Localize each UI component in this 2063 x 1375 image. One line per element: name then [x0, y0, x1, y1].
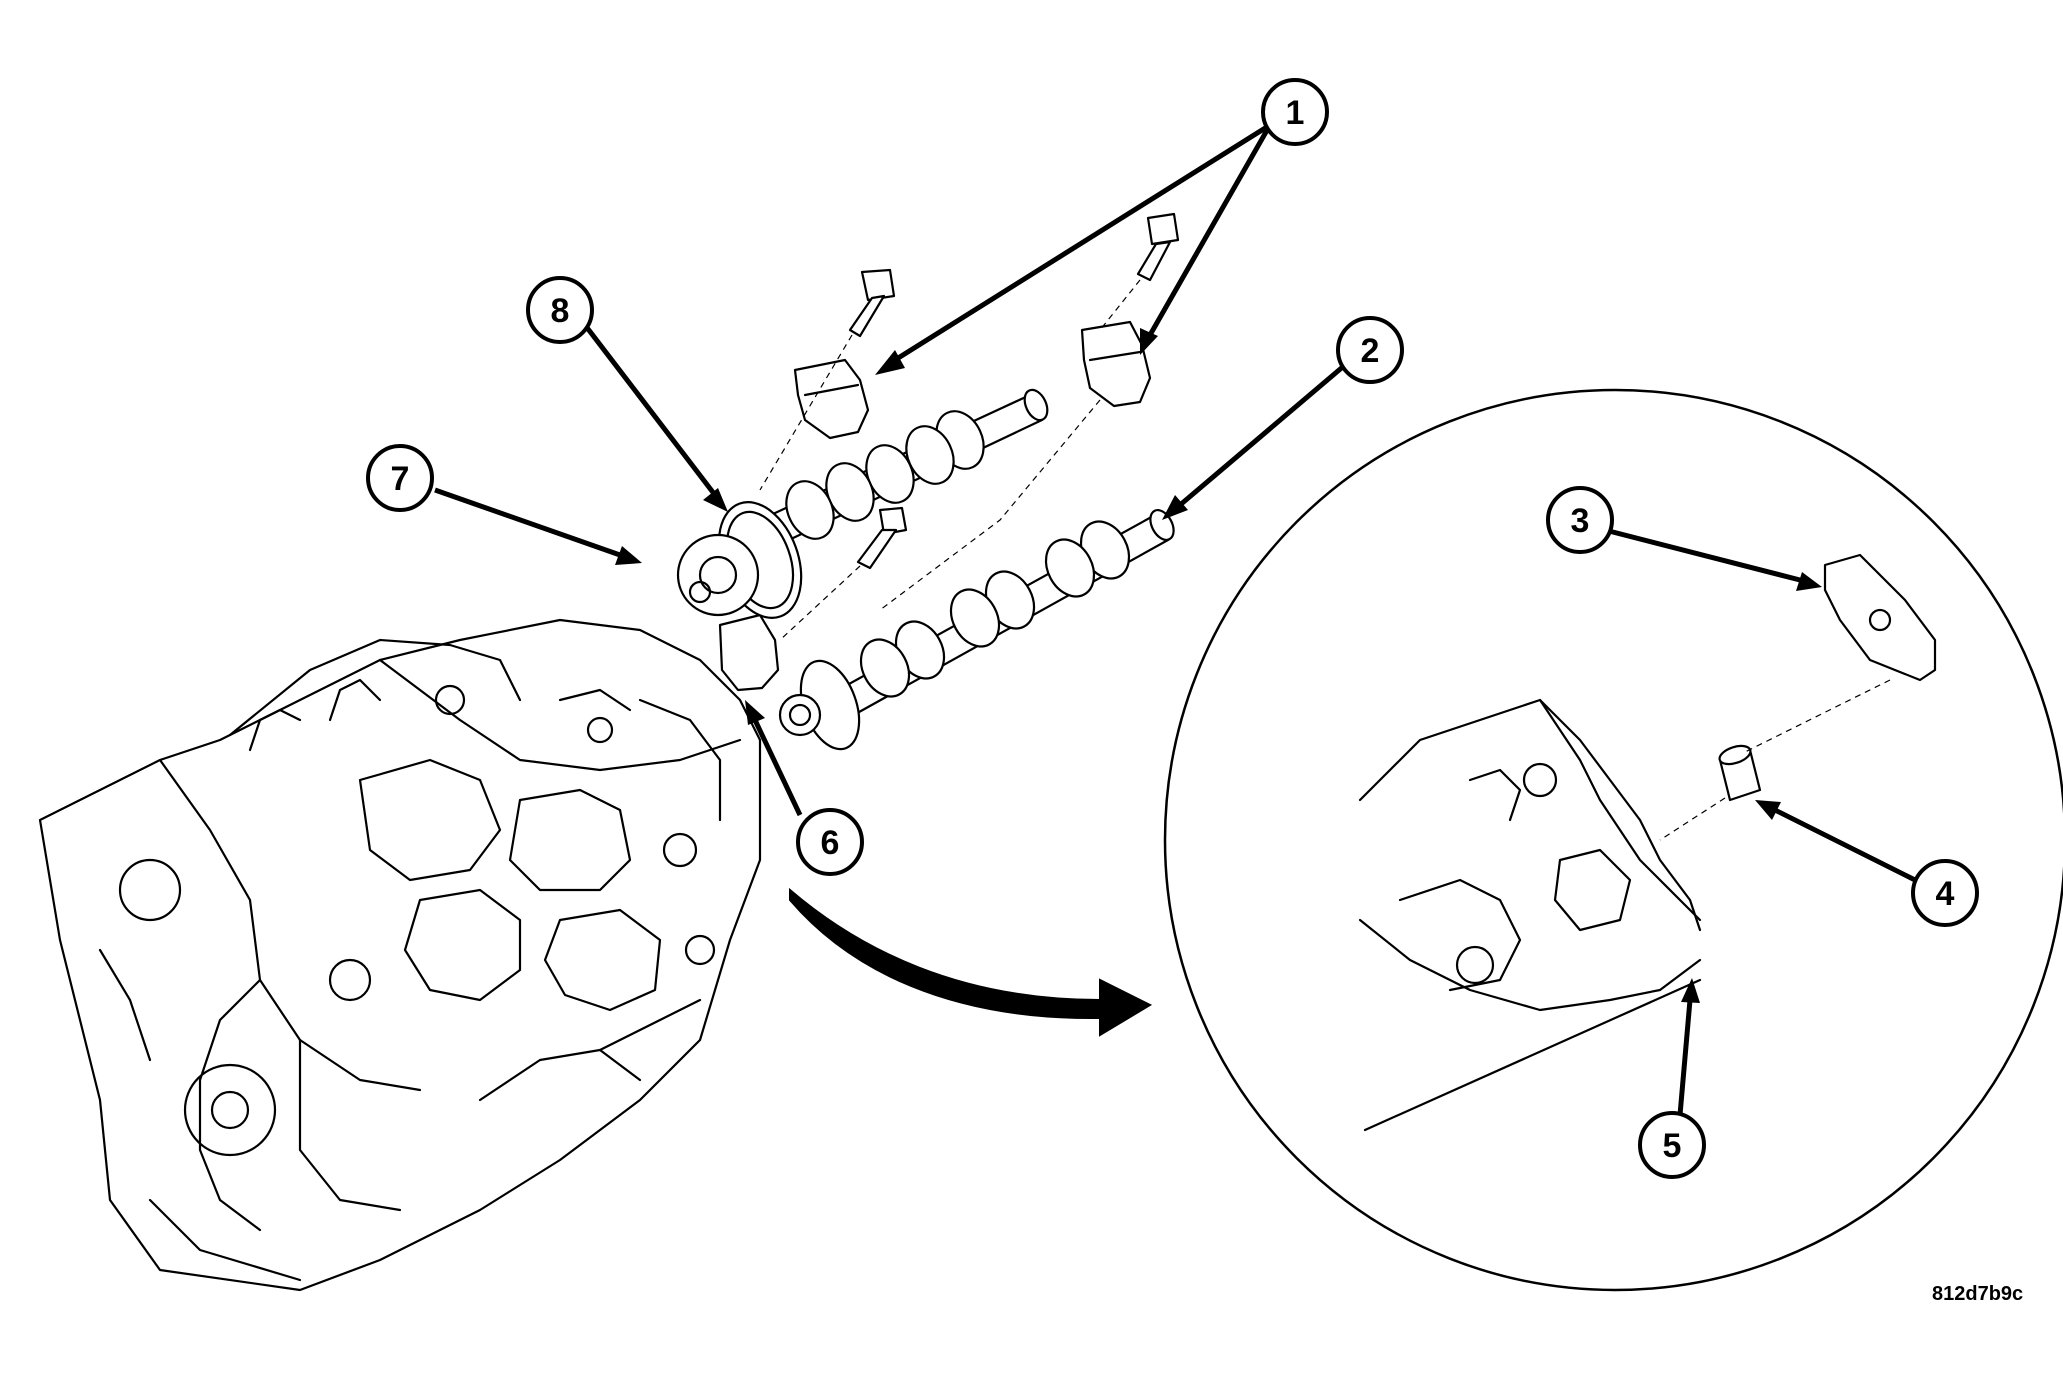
- detail-magnified-view: [1163, 388, 2063, 1292]
- bolt-center: [856, 506, 908, 570]
- alignment-line: [879, 399, 1101, 611]
- callout-2: 2: [1336, 316, 1404, 384]
- callout-6-label: 6: [821, 824, 840, 862]
- alignment-line: [779, 565, 861, 641]
- callout-5: 5: [1638, 1111, 1706, 1179]
- engine-block-illustration: [38, 618, 762, 1292]
- hydraulic-lash-adjuster: [1718, 744, 1762, 802]
- callout-8: 8: [526, 276, 594, 344]
- callout-4: 4: [1911, 859, 1979, 927]
- camshaft-upper: [758, 388, 1049, 550]
- thrust-cap: [718, 613, 780, 692]
- callout-1: 1: [1261, 78, 1329, 146]
- figure-id-label: 812d7b9c: [1932, 1283, 2023, 1305]
- callout-6: 6: [796, 808, 864, 876]
- callout-7: 7: [366, 444, 434, 512]
- camshaft-lower: [818, 509, 1175, 728]
- callout-4-label: 4: [1936, 875, 1955, 913]
- bolt-left: [848, 268, 896, 338]
- callout-3-label: 3: [1571, 502, 1590, 540]
- rocker-arm: [1823, 553, 1937, 682]
- bearing-cap-left: [793, 358, 870, 440]
- bearing-cap-right: [1080, 320, 1152, 408]
- callout-5-label: 5: [1663, 1127, 1682, 1165]
- alignment-line: [1099, 279, 1141, 331]
- camshaft-sprocket-lower: [778, 659, 861, 751]
- callout-3: 3: [1546, 486, 1614, 554]
- camshaft-sprocket-upper: [676, 501, 803, 619]
- alignment-line: [759, 334, 853, 491]
- callout-8-label: 8: [551, 292, 570, 330]
- callout-1-label: 1: [1286, 94, 1305, 132]
- leader-lines: [434, 122, 1917, 1116]
- callout-2-label: 2: [1361, 332, 1380, 370]
- detail-transfer-arrow: [789, 887, 1153, 1037]
- callout-7-label: 7: [391, 460, 410, 498]
- bolt-right: [1136, 212, 1180, 282]
